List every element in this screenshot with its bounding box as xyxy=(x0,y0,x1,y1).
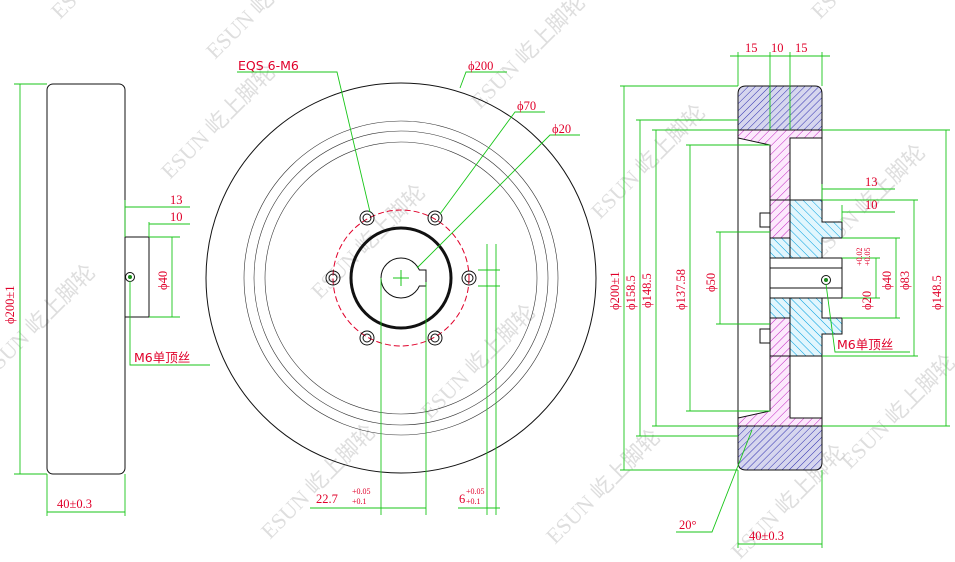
rim-circle-2 xyxy=(253,130,549,426)
side-width-label: 40±0.3 xyxy=(57,497,92,511)
side-set-screw-label: M6单顶丝 xyxy=(134,350,190,365)
section-top-dim-3: 15 xyxy=(795,41,808,55)
bolt-hole xyxy=(325,270,341,286)
section-hub-length-label: 10 xyxy=(865,198,878,212)
bore-label: ϕ20 xyxy=(552,122,571,136)
bolt-hole xyxy=(427,330,443,346)
side-diameter-label: ϕ200±1 xyxy=(3,286,17,324)
web-top xyxy=(769,199,791,239)
section-rim-inner-label: ϕ137.58 xyxy=(674,269,688,310)
bolt-hole xyxy=(359,330,375,346)
keyway xyxy=(419,269,427,287)
bolt-hole xyxy=(461,270,477,286)
watermark: ESUN 屹上脚轮 xyxy=(806,0,930,24)
section-set-screw-label: M6单顶丝 xyxy=(837,337,893,352)
side-hub-offset-label: 13 xyxy=(170,193,183,207)
watermark: ESUN 屹上脚轮 xyxy=(46,0,170,24)
bore-section xyxy=(769,257,843,299)
set-screw-center xyxy=(128,275,132,279)
section-outer-diameter-label: ϕ200±1 xyxy=(608,272,622,310)
section-hub-offset-label: 13 xyxy=(865,175,878,189)
bolt-hole-group xyxy=(325,210,477,346)
bolt-section xyxy=(759,328,771,344)
watermark: ESUN 屹上脚轮 xyxy=(586,99,710,223)
keyway-depth-tol-lower: +0.1 xyxy=(352,497,367,506)
tread-outer-circle xyxy=(205,82,597,474)
section-top-dim-2: 10 xyxy=(771,41,784,55)
side-hub-diameter-label: ϕ40 xyxy=(156,271,170,290)
tread-top xyxy=(737,85,823,131)
section-rim-outer-label: ϕ158.5 xyxy=(624,275,638,310)
bolt-hole xyxy=(359,210,375,226)
section-width-label: 40±0.3 xyxy=(749,529,784,543)
section-rim-label: ϕ148.5 xyxy=(640,273,654,308)
section-bore-label: ϕ20 xyxy=(860,291,874,310)
wheel-body-top xyxy=(737,129,823,201)
keyway-width-label: 6 xyxy=(459,492,465,506)
watermark: ESUN 屹上脚轮 xyxy=(836,349,955,473)
wheel-body-bottom xyxy=(737,355,823,427)
side-hub-length-label: 10 xyxy=(170,210,183,224)
watermark: ESUN 屹上脚轮 xyxy=(201,0,325,64)
watermark: ESUN 屹上脚轮 xyxy=(256,419,380,543)
keyway-width-tol-lower: +0.1 xyxy=(466,497,481,506)
section-bore-tol-lower: +0.05 xyxy=(863,247,872,266)
watermark: ESUN 屹上脚轮 xyxy=(541,424,665,548)
bolt-circle xyxy=(332,209,470,347)
section-view: 15 10 15 ϕ200±1 ϕ158.5 ϕ148.5 ϕ137.58 ϕ5… xyxy=(608,41,950,548)
hub-bottom xyxy=(789,297,843,357)
keyway-width-tol-upper: +0.05 xyxy=(466,487,485,496)
section-hub-flange-label: ϕ50 xyxy=(704,273,718,292)
bolt-circle-label: ϕ70 xyxy=(517,99,536,113)
bolt-section xyxy=(759,212,771,228)
rim-circle-3 xyxy=(264,141,538,415)
bolt-holes-label: EQS 6-M6 xyxy=(238,58,299,73)
section-hub-diameter-label: ϕ40 xyxy=(880,271,894,290)
web-bottom xyxy=(769,317,791,357)
section-flange-diameter-label: ϕ83 xyxy=(898,271,912,290)
outer-diameter-label: ϕ200 xyxy=(468,59,493,73)
angle-label: 20° xyxy=(679,518,697,532)
hub-circle xyxy=(349,226,453,330)
front-view: EQS 6-M6 ϕ200 ϕ70 ϕ20 22.7 +0.05 +0.1 6 … xyxy=(205,58,597,515)
keyway-depth-tol-upper: +0.05 xyxy=(352,487,371,496)
watermark: ESUN 屹上脚轮 xyxy=(416,299,540,423)
watermark: ESUN 屹上脚轮 xyxy=(466,0,590,114)
keyway-depth-label: 22.7 xyxy=(316,492,338,506)
bolt-hole xyxy=(427,210,443,226)
rim-circle-1 xyxy=(243,120,559,436)
section-right-diameter-label: ϕ148.5 xyxy=(930,275,944,310)
section-top-dim-1: 15 xyxy=(745,41,758,55)
section-bore-tol-upper: +0.02 xyxy=(855,247,864,266)
watermark: ESUN 屹上脚轮 xyxy=(156,59,280,183)
side-view: ϕ200±1 13 10 ϕ40 M6单顶丝 40±0.3 xyxy=(3,83,210,516)
